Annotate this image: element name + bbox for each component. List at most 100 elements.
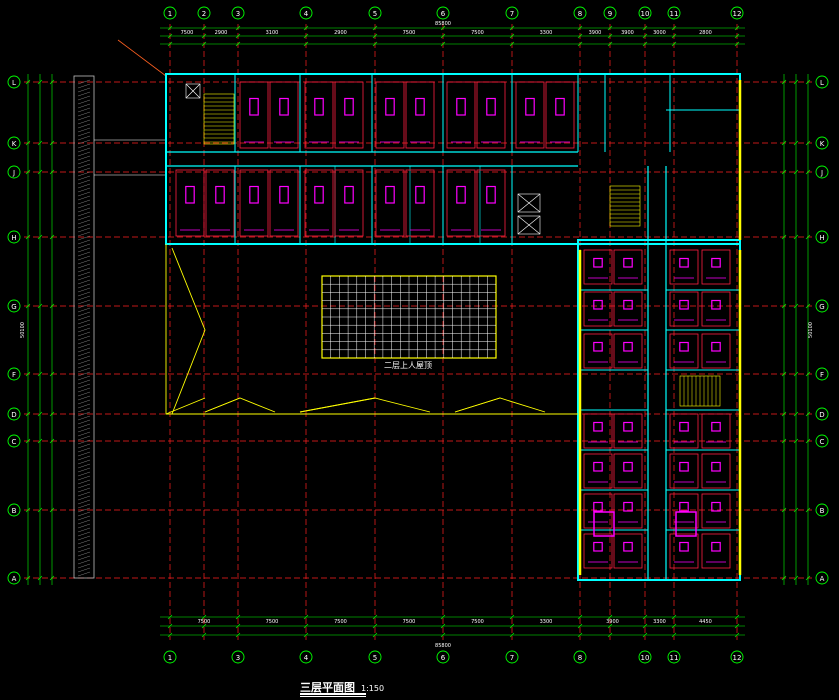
room-unit <box>405 169 435 237</box>
room-unit <box>669 333 699 369</box>
bay-dim-top: 3900 <box>589 30 602 36</box>
axis-bubble-top-9: 9 <box>603 6 617 20</box>
svg-text:7: 7 <box>510 654 514 662</box>
svg-text:5: 5 <box>373 10 377 18</box>
svg-text:7: 7 <box>510 10 514 18</box>
bay-dim-bottom: 7500 <box>403 619 416 625</box>
room-unit <box>613 413 643 449</box>
room-unit <box>701 413 731 449</box>
room-unit <box>334 81 364 149</box>
svg-text:H: H <box>819 234 824 242</box>
room-unit <box>583 291 613 327</box>
axis-bubble-right-B: B <box>815 503 829 517</box>
room-unit <box>669 493 699 529</box>
svg-text:J: J <box>820 169 823 177</box>
axis-bubble-left-H: H <box>7 230 21 244</box>
bay-dim-top: 3100 <box>266 30 279 36</box>
svg-text:F: F <box>12 371 16 379</box>
axis-bubble-top-3: 3 <box>231 6 245 20</box>
room-unit <box>701 291 731 327</box>
stairs <box>203 93 721 407</box>
svg-text:B: B <box>12 507 17 515</box>
room-unit <box>669 249 699 285</box>
axis-grid-lines <box>24 24 812 640</box>
axis-bubble-left-B: B <box>7 503 21 517</box>
axis-bubble-top-8: 8 <box>573 6 587 20</box>
axis-bubble-top-2: 2 <box>197 6 211 20</box>
bay-dim-top: 2900 <box>215 30 228 36</box>
svg-text:9: 9 <box>608 10 612 18</box>
bay-dim-bottom: 7500 <box>198 619 211 625</box>
svg-text:3: 3 <box>236 654 240 662</box>
axis-bubble-right-H: H <box>815 230 829 244</box>
room-unit <box>613 493 643 529</box>
room-unit <box>205 169 235 237</box>
room-unit <box>669 533 699 569</box>
svg-text:G: G <box>819 303 824 311</box>
bay-dim-bottom: 3300 <box>653 619 666 625</box>
room-unit <box>701 533 731 569</box>
axis-bubble-bottom-12: 12 <box>730 650 744 664</box>
dimension-ticks <box>25 25 811 638</box>
room-unit <box>175 169 205 237</box>
bay-dim-top: 2800 <box>699 30 712 36</box>
room-unit <box>669 291 699 327</box>
svg-text:11: 11 <box>670 654 679 662</box>
room-unit <box>669 413 699 449</box>
axis-bubble-left-A: A <box>7 571 21 585</box>
axis-bubble-bottom-11: 11 <box>667 650 681 664</box>
svg-text:1: 1 <box>168 10 172 18</box>
overall-dim-right: 50100 <box>808 322 814 338</box>
room-unit <box>583 493 613 529</box>
roof-label: 二层上人屋顶 <box>384 361 432 370</box>
axis-bubble-right-L: L <box>815 75 829 89</box>
room-unit <box>583 249 613 285</box>
axis-bubble-left-G: G <box>7 299 21 313</box>
svg-text:G: G <box>11 303 16 311</box>
axis-bubble-right-K: K <box>815 136 829 150</box>
skylight-grid <box>321 275 497 359</box>
axis-bubble-left-J: J <box>7 165 21 179</box>
bay-dim-bottom: 3900 <box>606 619 619 625</box>
axis-bubble-right-J: J <box>815 165 829 179</box>
drawing-scale: 1:150 <box>361 684 385 693</box>
room-unit <box>239 169 269 237</box>
room-unit <box>701 493 731 529</box>
building-walls <box>165 73 741 581</box>
room-unit <box>613 333 643 369</box>
axis-bubble-bottom-8: 8 <box>573 650 587 664</box>
axis-bubble-bottom-6: 6 <box>436 650 450 664</box>
overall-dim-left: 50100 <box>20 322 26 338</box>
svg-text:K: K <box>820 140 825 148</box>
svg-text:4: 4 <box>304 654 309 662</box>
svg-text:8: 8 <box>578 10 582 18</box>
axis-bubble-right-D: D <box>815 407 829 421</box>
room-unit <box>375 169 405 237</box>
room-unit <box>269 81 299 149</box>
room-unit <box>613 453 643 489</box>
svg-text:4: 4 <box>304 10 309 18</box>
room-unit <box>701 249 731 285</box>
svg-text:L: L <box>820 79 824 87</box>
bay-dim-top: 7500 <box>471 30 484 36</box>
left-annex <box>73 39 167 579</box>
room-unit <box>304 169 334 237</box>
room-unit <box>476 81 506 149</box>
svg-text:6: 6 <box>441 654 446 662</box>
bay-dim-bottom: 3300 <box>540 619 553 625</box>
bay-dim-bottom: 7500 <box>471 619 484 625</box>
axis-bubble-left-K: K <box>7 136 21 150</box>
axis-bubble-left-L: L <box>7 75 21 89</box>
axis-bubble-top-5: 5 <box>368 6 382 20</box>
room-fixtures <box>175 81 731 569</box>
axis-bubble-top-4: 4 <box>299 6 313 20</box>
bay-dim-top: 3900 <box>621 30 634 36</box>
axis-bubble-top-12: 12 <box>730 6 744 20</box>
svg-text:11: 11 <box>670 10 679 18</box>
svg-text:B: B <box>820 507 825 515</box>
axis-bubble-left-D: D <box>7 407 21 421</box>
bay-dim-top: 7500 <box>403 30 416 36</box>
room-unit <box>334 169 364 237</box>
elevator-shaft <box>185 83 541 235</box>
